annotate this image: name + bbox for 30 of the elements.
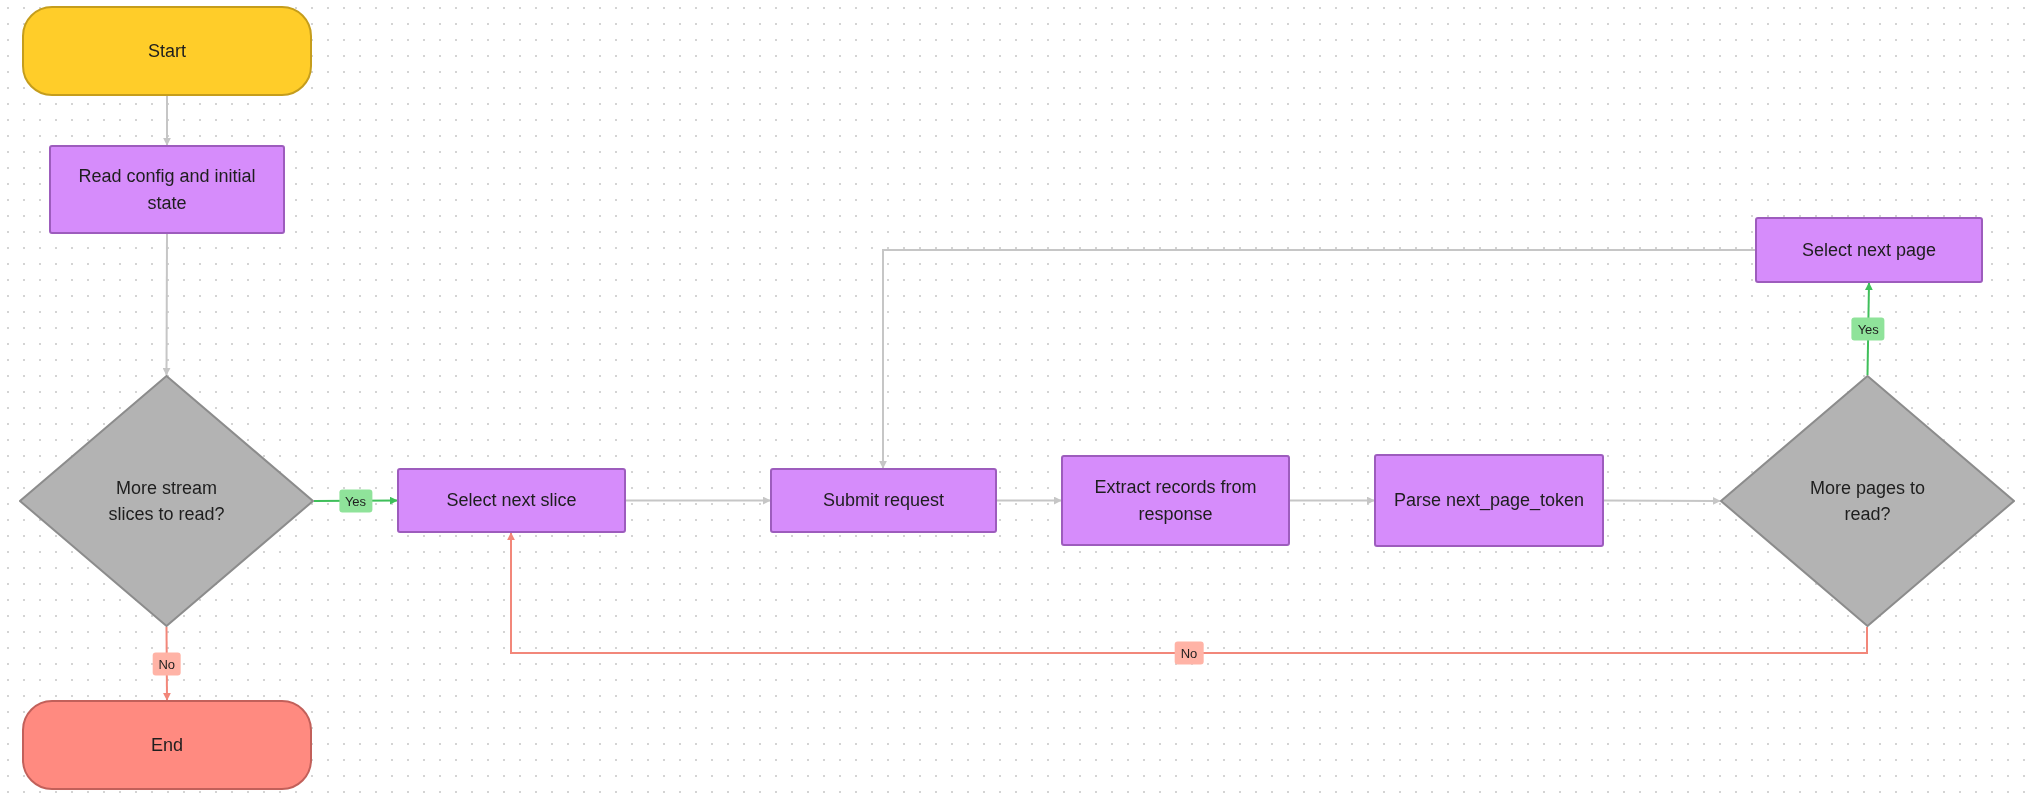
process-box	[49, 145, 285, 234]
process-box	[1374, 454, 1604, 547]
node-text: End	[151, 733, 183, 757]
node-text: Select next page	[1801, 238, 1937, 262]
arrow	[162, 233, 171, 376]
node-text: More stream slices to read?	[107, 476, 226, 526]
node-text: More pages to read?	[1808, 476, 1927, 526]
edge-label: No	[1174, 641, 1204, 665]
node-text: Start	[148, 39, 186, 63]
arrow	[625, 496, 771, 505]
arrow	[996, 496, 1062, 505]
process-box	[1755, 217, 1983, 283]
arrow	[507, 532, 1868, 654]
arrow	[163, 95, 171, 146]
node-text: Select next slice	[446, 489, 577, 513]
process-box	[1061, 455, 1290, 546]
arrow	[1603, 496, 1721, 505]
process-box	[770, 468, 997, 533]
node-text: Read config and initial state	[77, 165, 257, 215]
arrow	[879, 249, 1756, 469]
edge-label: Yes	[338, 489, 373, 513]
node-text: Parse next_page_token	[1393, 489, 1585, 513]
process-box	[397, 468, 626, 533]
arrow	[1289, 496, 1375, 505]
start-terminal	[22, 6, 312, 96]
edge-label: No	[152, 652, 182, 675]
node-text: Submit request	[822, 489, 945, 513]
edge-label: Yes	[1851, 317, 1885, 341]
node-text: Extract records from response	[1093, 476, 1258, 526]
end-terminal	[22, 700, 312, 790]
